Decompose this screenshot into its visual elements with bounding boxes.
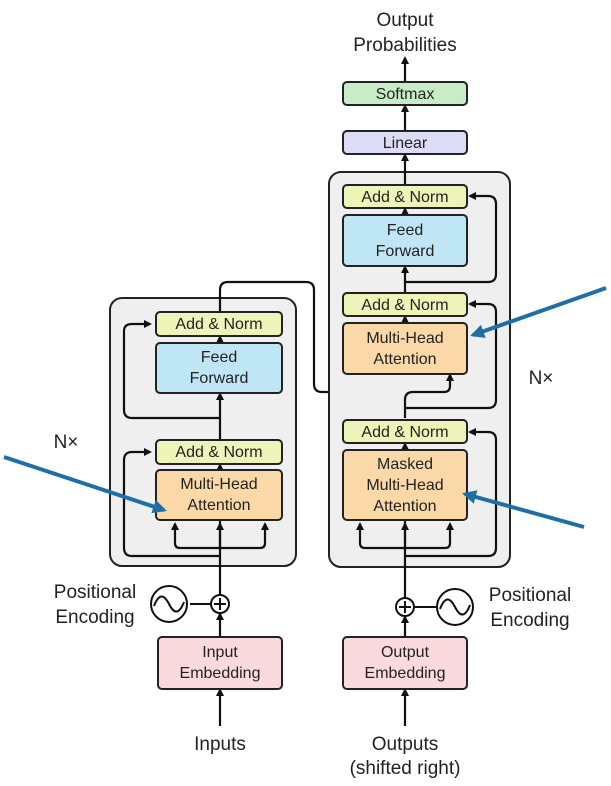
decoder-cross-attention-label-2: Attention bbox=[373, 351, 436, 368]
decoder-add-norm-bottom-label: Add & Norm bbox=[361, 424, 448, 441]
input-embedding-label-2: Embedding bbox=[180, 665, 261, 682]
encoder-add-norm-top bbox=[155, 311, 283, 337]
decoder-masked-attention bbox=[342, 449, 468, 521]
outputs-label-1: Outputs bbox=[372, 734, 439, 755]
decoder-cross-attention bbox=[342, 322, 468, 375]
decoder-connections bbox=[356, 56, 498, 726]
encoder-repeat-label: N× bbox=[54, 432, 79, 453]
output-probabilities-label-1: Output bbox=[376, 10, 434, 31]
decoder-add-norm-top bbox=[342, 184, 468, 209]
encoder-feed-forward-label-2: Forward bbox=[190, 370, 249, 387]
outputs-label-2: (shifted right) bbox=[350, 758, 461, 779]
inputs-label: Inputs bbox=[194, 734, 246, 755]
encoder-feed-forward-label-1: Feed bbox=[201, 349, 237, 366]
encoder-attention-label-1: Multi-Head bbox=[180, 476, 257, 493]
input-embedding-label-1: Input bbox=[202, 644, 238, 661]
output-embedding-label-2: Embedding bbox=[365, 665, 446, 682]
output-embedding bbox=[342, 636, 468, 690]
encoder-add-norm-top-label: Add & Norm bbox=[175, 316, 262, 333]
encoder-attention-label-2: Attention bbox=[187, 497, 250, 514]
decoder-masked-attention-label-3: Attention bbox=[373, 498, 436, 515]
encoder-add-norm-bottom-label: Add & Norm bbox=[175, 444, 262, 461]
decoder-add-norm-middle-label: Add & Norm bbox=[361, 297, 448, 314]
decoder-positional-label-1: Positional bbox=[489, 585, 571, 606]
decoder-add-norm-bottom bbox=[342, 419, 468, 444]
decoder-masked-attention-label-1: Masked bbox=[377, 456, 433, 473]
highlight-arrow-encoder-attention bbox=[3, 455, 167, 514]
decoder-feed-forward-label-2: Forward bbox=[376, 243, 435, 260]
input-embedding bbox=[157, 636, 283, 690]
decoder-feed-forward bbox=[342, 214, 468, 267]
encoder-attention bbox=[155, 469, 283, 521]
encoder-block bbox=[109, 297, 297, 567]
output-embedding-label-1: Output bbox=[381, 644, 430, 661]
decoder-masked-attention-label-2: Multi-Head bbox=[366, 477, 443, 494]
softmax-label: Softmax bbox=[376, 86, 435, 103]
encoder-positional-label-1: Positional bbox=[54, 582, 136, 603]
encoder-positional-label-2: Encoding bbox=[55, 607, 134, 628]
encoder-feed-forward bbox=[155, 342, 283, 394]
decoder-feed-forward-label-1: Feed bbox=[387, 222, 423, 239]
highlight-arrow-decoder-cross-attention bbox=[470, 286, 607, 338]
softmax-box bbox=[342, 81, 468, 106]
linear-box bbox=[342, 130, 468, 155]
decoder-add-norm-middle bbox=[342, 292, 468, 317]
decoder-repeat-label: N× bbox=[529, 368, 554, 389]
encoder-add-norm-bottom bbox=[155, 439, 283, 465]
decoder-add-norm-top-label: Add & Norm bbox=[361, 189, 448, 206]
highlight-arrow-decoder-masked-attention bbox=[462, 490, 585, 529]
linear-label: Linear bbox=[383, 135, 428, 152]
output-probabilities-label-2: Probabilities bbox=[353, 35, 457, 56]
decoder-cross-attention-label-1: Multi-Head bbox=[366, 330, 443, 347]
decoder-positional-label-2: Encoding bbox=[490, 610, 569, 631]
